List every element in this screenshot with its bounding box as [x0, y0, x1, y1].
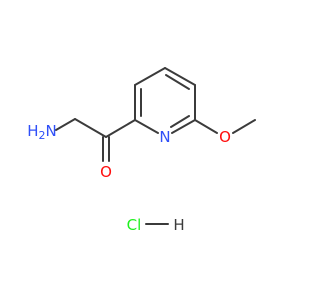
carbonyl-oxygen-label: O [100, 163, 112, 181]
bond-n-ch2 [55, 118, 76, 131]
ring-bond-c6-n-inner [170, 115, 190, 128]
bond-ch2-co [74, 118, 107, 138]
chemical-structure: H2N O N O Cl H [27, 67, 256, 234]
ring-nitrogen-label: N [159, 128, 170, 146]
ring-bond-c4-c5-inner [165, 74, 190, 90]
bond-co-ring [105, 119, 136, 138]
ring-bond-c6-n [171, 119, 196, 134]
bond-ether-o-methyl [232, 119, 256, 134]
amine-label: H2N [27, 122, 57, 142]
ring-bond-c4-c5 [164, 67, 196, 86]
ring-bond-c3-c4 [134, 67, 166, 86]
ring-bond-n-c2 [134, 119, 159, 134]
chlorine-label: Cl [127, 216, 142, 234]
bond-ring-ether-o [194, 119, 218, 134]
hydrogen-label: H [173, 216, 184, 234]
ether-oxygen-label: O [219, 128, 231, 146]
